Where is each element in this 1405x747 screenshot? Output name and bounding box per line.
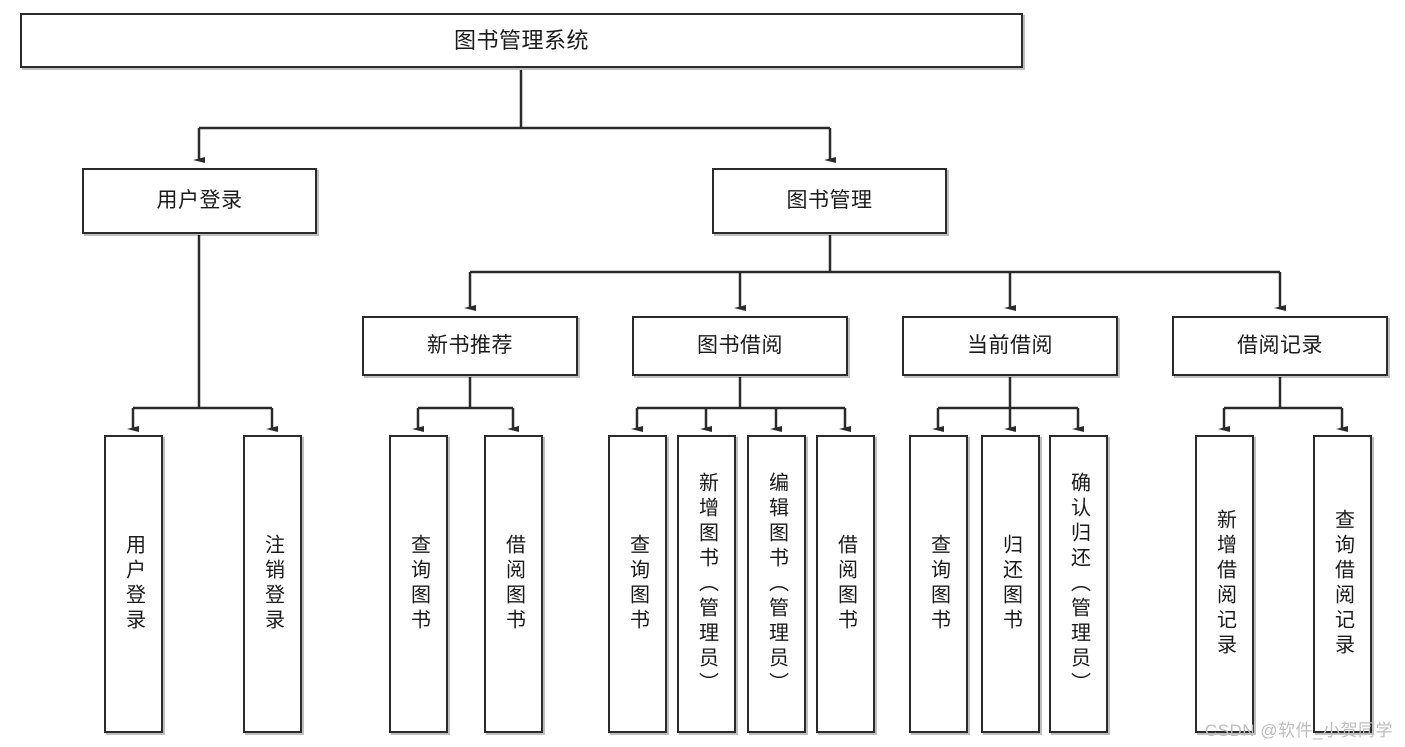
- leaf-book-borrow-edit-book-admin[interactable]: 编辑图书（管理员）: [747, 435, 806, 733]
- node-borrow-record[interactable]: 借阅记录: [1172, 316, 1388, 376]
- node-label: 归还图书: [999, 534, 1022, 634]
- leaf-user-login-logout[interactable]: 注销登录: [243, 435, 302, 733]
- node-label: 借阅图书: [502, 534, 525, 634]
- leaf-book-borrow-borrow-book[interactable]: 借阅图书: [816, 435, 875, 733]
- node-label: 当前借阅: [967, 333, 1053, 357]
- node-label: 借阅图书: [834, 534, 857, 634]
- node-new-book-recommend[interactable]: 新书推荐: [362, 316, 578, 376]
- node-label: 新书推荐: [427, 333, 513, 357]
- node-book-borrow[interactable]: 图书借阅: [632, 316, 848, 376]
- node-label: 查询图书: [407, 534, 430, 634]
- leaf-borrow-record-add-record[interactable]: 新增借阅记录: [1195, 435, 1254, 733]
- leaf-current-borrow-query-book[interactable]: 查询图书: [909, 435, 968, 733]
- node-label: 图书借阅: [697, 333, 783, 357]
- node-label: 图书管理系统: [453, 27, 589, 53]
- leaf-new-book-borrow-book[interactable]: 借阅图书: [484, 435, 543, 733]
- leaf-book-borrow-add-book-admin[interactable]: 新增图书（管理员）: [677, 435, 736, 733]
- node-label: 图书管理: [786, 188, 873, 212]
- node-label: 注销登录: [261, 534, 284, 634]
- node-label: 查询图书: [626, 534, 649, 634]
- node-root-book-management-system[interactable]: 图书管理系统: [20, 13, 1023, 68]
- node-current-borrow[interactable]: 当前借阅: [902, 316, 1118, 376]
- node-label: 用户登录: [156, 188, 243, 212]
- leaf-book-borrow-query-book[interactable]: 查询图书: [608, 435, 667, 733]
- node-user-login[interactable]: 用户登录: [82, 168, 317, 234]
- node-label: 用户登录: [122, 534, 145, 634]
- node-label: 借阅记录: [1237, 333, 1323, 357]
- node-label: 新增图书（管理员）: [695, 471, 718, 697]
- node-label: 查询借阅记录: [1331, 509, 1354, 659]
- leaf-current-borrow-confirm-return-admin[interactable]: 确认归还（管理员）: [1049, 435, 1108, 733]
- leaf-current-borrow-return-book[interactable]: 归还图书: [981, 435, 1040, 733]
- leaf-borrow-record-query-record[interactable]: 查询借阅记录: [1313, 435, 1372, 733]
- node-label: 确认归还（管理员）: [1067, 471, 1090, 697]
- watermark: CSDN @软件_小贺同学: [1204, 721, 1393, 740]
- node-book-management[interactable]: 图书管理: [712, 168, 947, 234]
- leaf-user-login-login[interactable]: 用户登录: [104, 435, 163, 733]
- leaf-new-book-query-book[interactable]: 查询图书: [389, 435, 448, 733]
- node-label: 查询图书: [927, 534, 950, 634]
- node-label: 编辑图书（管理员）: [765, 471, 788, 697]
- node-label: 新增借阅记录: [1213, 509, 1236, 659]
